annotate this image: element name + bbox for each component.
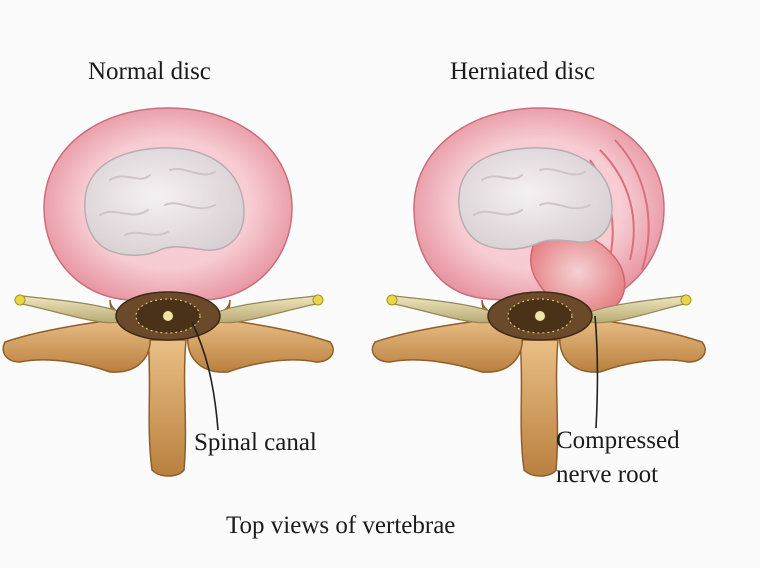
normal-disc-nucleus bbox=[84, 147, 245, 256]
normal-spinous-process bbox=[147, 339, 187, 477]
normal-right-nerve-tip bbox=[312, 294, 324, 306]
herniated-vertebra bbox=[371, 107, 706, 477]
compressed-nerve-leader-line bbox=[594, 315, 599, 429]
normal-left-nerve-tip bbox=[14, 294, 26, 306]
normal-vertebra bbox=[2, 107, 334, 477]
spinal-canal-leader-line bbox=[191, 321, 219, 431]
herniated-disc-nucleus bbox=[458, 147, 613, 250]
herniated-left-nerve-tip bbox=[386, 294, 398, 306]
herniated-disc-title: Herniated disc bbox=[450, 58, 596, 85]
herniated-spinous-process bbox=[519, 339, 559, 477]
spinal-canal-label: Spinal canal bbox=[194, 429, 317, 456]
herniated-left-transverse-process bbox=[371, 317, 523, 373]
herniated-right-nerve-tip bbox=[680, 294, 692, 306]
compressed-nerve-root-label: Compressed nerve root bbox=[556, 424, 680, 492]
normal-right-transverse-process bbox=[187, 317, 334, 373]
diagram-caption: Top views of vertebrae bbox=[226, 512, 456, 539]
normal-disc-title: Normal disc bbox=[88, 58, 211, 85]
normal-left-transverse-process bbox=[2, 317, 151, 373]
compressed-nerve-label-line1: Compressed bbox=[556, 427, 680, 454]
compressed-nerve-label-line2: nerve root bbox=[556, 461, 659, 488]
